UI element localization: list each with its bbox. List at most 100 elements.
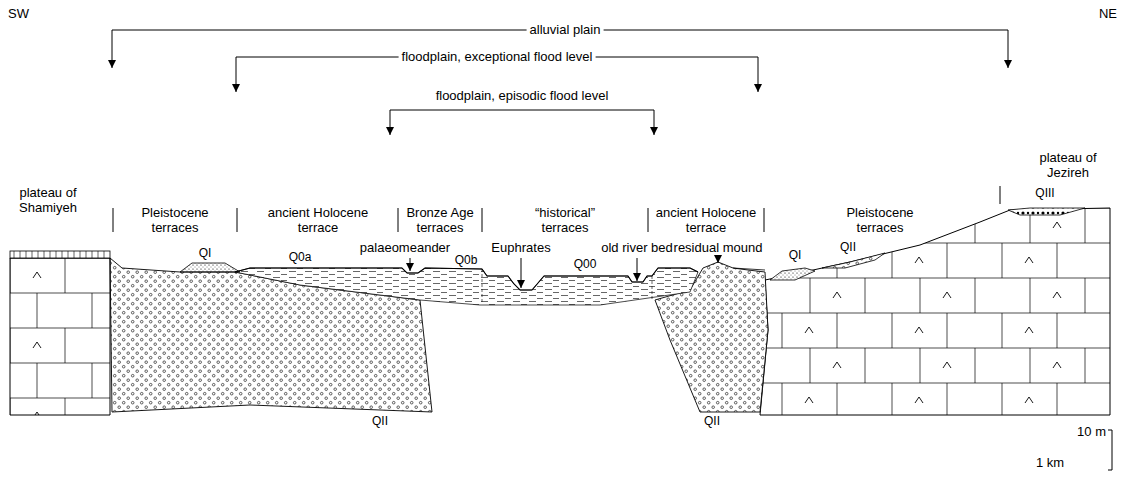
limestone-symbol (915, 327, 923, 333)
extent-label: floodplain, episodic flood level (433, 88, 612, 103)
unit-label: QII (839, 240, 857, 254)
terrace-lens (770, 268, 815, 280)
joint-line (810, 348, 811, 383)
joint-line (920, 278, 921, 313)
division-tick (482, 208, 483, 232)
joint-line (865, 348, 866, 383)
joint-line (1057, 313, 1058, 348)
joint-line (920, 208, 921, 243)
holocene-silts (235, 268, 698, 305)
cap-hatch (80, 251, 81, 258)
terrace-label: ancient Holocene terrace (651, 205, 761, 235)
unit-label: QII (703, 414, 721, 428)
cap-hatch (56, 251, 57, 258)
limestone-symbol (943, 222, 951, 228)
unit-label: QII (371, 414, 389, 428)
bracket-arrow (236, 57, 237, 92)
unit-label: QI (198, 246, 213, 260)
joint-line (810, 278, 811, 313)
joint-line (892, 243, 893, 278)
limestone-outline (760, 208, 1110, 415)
division-tick (237, 208, 238, 232)
conglomerate-lens (1008, 208, 1085, 215)
joint-line (1002, 383, 1003, 418)
terrace-boundary (482, 269, 483, 302)
silt-surface (733, 268, 765, 270)
joint-line (1057, 243, 1058, 278)
limestone-symbol (1025, 327, 1033, 333)
plateau-label: plateau of Shamiyeh (8, 185, 88, 215)
plateau-label: plateau of Jezireh (1028, 150, 1108, 180)
cap-hatch (92, 251, 93, 258)
unit-label: QI (788, 248, 803, 262)
division-tick (1000, 186, 1001, 204)
cap-hatch (44, 251, 45, 258)
limestone-symbol (33, 342, 41, 348)
cap-hatch (62, 251, 63, 258)
scale-label: 1 km (1036, 455, 1064, 470)
unit-label: Q0a (288, 250, 313, 264)
division-tick (764, 208, 765, 232)
cap-hatch (86, 251, 87, 258)
limestone-symbol (943, 292, 951, 298)
limestone-symbol (915, 257, 923, 263)
scale-label: 10 m (1077, 424, 1106, 439)
terrace-label: Bronze Age terraces (399, 205, 481, 235)
bedding-line (10, 363, 112, 364)
joint-line (947, 313, 948, 348)
joint-line (37, 363, 38, 398)
joint-line (1085, 208, 1086, 243)
joint-line (975, 278, 976, 313)
joint-line (810, 208, 811, 243)
joint-line (65, 258, 66, 293)
bracket-arrow (1008, 30, 1009, 68)
limestone-outline (10, 258, 110, 415)
joint-line (92, 363, 93, 398)
limestone-symbol (1025, 257, 1033, 263)
joint-line (1030, 278, 1031, 313)
joint-line (975, 208, 976, 243)
joint-line (37, 293, 38, 328)
division-tick (398, 208, 399, 232)
cap-hatch (32, 251, 33, 258)
joint-line (1085, 278, 1086, 313)
direction-label: NE (1099, 6, 1117, 21)
joint-line (837, 383, 838, 418)
scale-tick (1108, 430, 1112, 431)
terrace-label: “historical” terraces (518, 205, 613, 235)
cap-hatch (50, 251, 51, 258)
cap-hatch (20, 251, 21, 258)
joint-line (1057, 383, 1058, 418)
limestone-symbol (805, 397, 813, 403)
joint-line (1002, 313, 1003, 348)
pointer-arrow (637, 258, 638, 281)
joint-line (892, 383, 893, 418)
bracket-arrow (112, 30, 113, 68)
cap-hatch (14, 251, 15, 258)
floodplain-surface (235, 268, 698, 290)
limestone-symbol (1053, 362, 1061, 368)
joint-line (892, 313, 893, 348)
terrace-label: ancient Holocene terrace (256, 205, 381, 235)
joint-line (837, 313, 838, 348)
bracket-arrow (654, 110, 655, 135)
cap-hatch (74, 251, 75, 258)
joint-line (1085, 348, 1086, 383)
limestone-symbol (943, 362, 951, 368)
lens-ground (770, 268, 815, 280)
joint-line (947, 383, 948, 418)
limestone-symbol (1053, 292, 1061, 298)
bracket-arrow (758, 57, 759, 92)
joint-line (1030, 348, 1031, 383)
limestone-symbol (833, 362, 841, 368)
bedding-line (10, 293, 112, 294)
limestone-symbol (833, 292, 841, 298)
extent-label: floodplain, exceptional flood level (399, 49, 596, 64)
division-tick (648, 208, 649, 232)
scale-bar (1112, 430, 1113, 470)
unit-label: Q0b (454, 253, 479, 267)
limestone-symbol (1025, 397, 1033, 403)
terrace-lens (180, 263, 240, 272)
division-tick (113, 208, 114, 232)
limestone-symbol (805, 327, 813, 333)
